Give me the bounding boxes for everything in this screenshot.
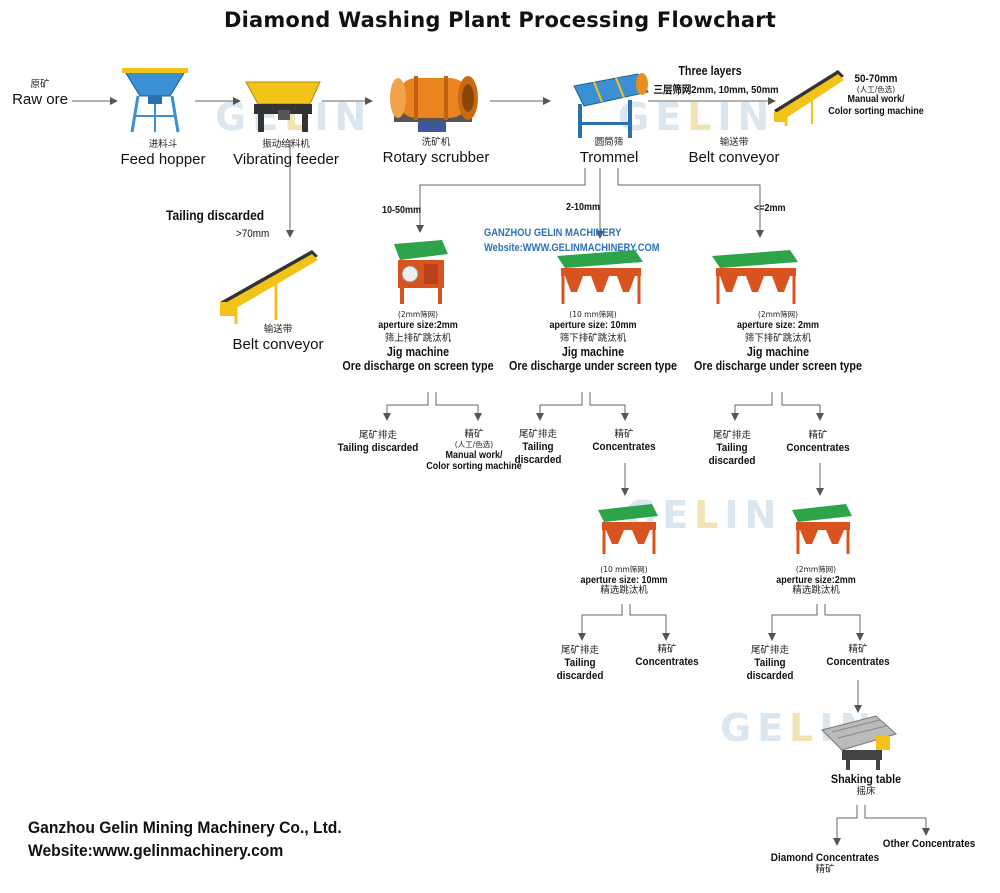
- jig1-tailing-label: Tailing discarded: [337, 441, 419, 454]
- jig5-cn: 精选跳汰机: [792, 585, 840, 597]
- jig2-discarded-label: discarded: [514, 453, 562, 466]
- jig5-tailing-label: Tailing: [754, 656, 786, 669]
- other-concentrates-label: Other Concentrates: [882, 838, 976, 850]
- jig1-manual-label: Manual work/: [445, 449, 503, 461]
- diamond-concentrates-label: Diamond Concentrates: [770, 852, 880, 864]
- tailing-discarded-label: Tailing discarded: [166, 207, 265, 223]
- jig1-tailing-cn: 尾矿排走: [358, 430, 397, 441]
- jig2-tailing-label: Tailing: [522, 440, 554, 453]
- page-title: Diamond Washing Plant Processing Flowcha…: [223, 8, 777, 32]
- jig3-subtitle: Ore discharge under screen type: [694, 359, 862, 374]
- jig2-concentrate-cn: 精矿: [614, 429, 634, 440]
- rotary-scrubber-cn: 洗矿机: [421, 137, 451, 148]
- shaking-table-label: Shaking table: [830, 772, 902, 786]
- jig5-discarded-label: discarded: [746, 669, 794, 682]
- manual-work-label: Manual work/: [847, 94, 905, 106]
- jig3-discarded-label: discarded: [708, 454, 756, 467]
- jig3-cn: 筛下排矿跳汰机: [744, 333, 812, 345]
- footer-website: Website:www.gelinmachinery.com: [28, 841, 284, 860]
- color-sorting-label: Color sorting machine: [828, 105, 924, 117]
- jig2-tailing-cn: 尾矿排走: [518, 429, 557, 440]
- jig4-tailing-label: Tailing: [564, 656, 596, 669]
- tailing-belt-conveyor-icon: [220, 250, 318, 324]
- watermark-website: Website:WWW.GELINMACHINERY.COM: [484, 242, 660, 254]
- jig3-tailing-cn: 尾矿排走: [712, 430, 751, 441]
- jig1-manual-cn: (人工/色选): [454, 439, 494, 449]
- tailing-conveyor-label: Belt conveyor: [232, 335, 324, 353]
- shaking-table-icon: [821, 715, 897, 770]
- size-label-10-50: 10-50mm: [382, 205, 422, 216]
- vibrating-feeder-icon: [245, 81, 321, 132]
- size-label-2-10: 2-10mm: [566, 202, 601, 213]
- jig3-title: Jig machine: [746, 345, 810, 360]
- jig5-concentrate-label: Concentrates: [826, 655, 890, 668]
- rotary-scrubber-icon: [390, 76, 478, 132]
- belt-conveyor-label: Belt conveyor: [688, 148, 780, 166]
- jig5-mesh: (2mm筛网): [795, 565, 837, 574]
- jig3-aperture: aperture size: 2mm: [736, 319, 820, 331]
- jig4-concentrate-label: Concentrates: [635, 655, 699, 668]
- jig2-mesh: (10 mm筛网): [569, 310, 617, 319]
- trommel-label: Trommel: [579, 148, 639, 166]
- jig4-tailing-cn: 尾矿排走: [560, 645, 599, 656]
- jig-machine-5-icon: [792, 504, 852, 554]
- three-layers-label: Three layers: [678, 64, 742, 78]
- diamond-concentrates-cn: 精矿: [815, 863, 835, 875]
- jig1-mesh: (2mm筛网): [397, 310, 439, 319]
- jig3-concentrate-cn: 精矿: [808, 430, 828, 441]
- jig2-title: Jig machine: [561, 345, 625, 360]
- feed-hopper-icon: [122, 68, 188, 133]
- jig2-aperture: aperture size: 10mm: [549, 319, 637, 331]
- jig4-mesh: (10 mm筛网): [600, 565, 648, 574]
- jig-machine-1-icon: [394, 240, 448, 304]
- vibrating-feeder-label: Vibrating feeder: [233, 150, 339, 168]
- belt-conveyor-icon: [774, 70, 844, 126]
- jig-machine-2-icon: [557, 250, 643, 304]
- jig5-tailing-cn: 尾矿排走: [750, 645, 789, 656]
- vibrating-feeder-cn: 振动给料机: [262, 139, 310, 150]
- jig4-discarded-label: discarded: [556, 669, 604, 682]
- size-label-le2: <=2mm: [754, 203, 786, 214]
- shaking-table-cn: 摇床: [856, 785, 876, 797]
- jig3-mesh: (2mm筛网): [757, 310, 799, 319]
- jig1-title: Jig machine: [386, 345, 450, 360]
- jig2-subtitle: Ore discharge under screen type: [509, 359, 677, 374]
- watermark-gelin: GELIN: [625, 493, 783, 537]
- feed-hopper-label: Feed hopper: [120, 150, 206, 168]
- feed-hopper-cn: 进料斗: [148, 139, 178, 150]
- jig4-concentrate-cn: 精矿: [657, 644, 677, 655]
- raw-ore-label: Raw ore: [12, 90, 68, 108]
- jig-machine-3-icon: [712, 250, 798, 304]
- jig-machine-4-icon: [598, 504, 658, 554]
- jig3-tailing-label: Tailing: [716, 441, 748, 454]
- jig4-aperture: aperture size: 10mm: [580, 574, 668, 586]
- jig2-cn: 筛下排矿跳汰机: [559, 333, 627, 345]
- belt-conveyor-cn: 输送带: [719, 137, 749, 148]
- jig1-aperture: aperture size:2mm: [378, 319, 458, 331]
- manual-size-label: 50-70mm: [854, 73, 898, 85]
- tailing-size-label: >70mm: [236, 228, 270, 240]
- rotary-scrubber-label: Rotary scrubber: [382, 148, 490, 166]
- trommel-mesh-cn: 三层筛网2mm, 10mm, 50mm: [653, 84, 779, 96]
- jig1-subtitle: Ore discharge on screen type: [342, 359, 494, 374]
- footer-company: Ganzhou Gelin Mining Machinery Co., Ltd.: [28, 818, 342, 837]
- jig5-concentrate-cn: 精矿: [848, 644, 868, 655]
- trommel-icon: [573, 73, 649, 138]
- manual-cn: (人工/色选): [856, 84, 896, 94]
- jig1-cn: 筛上排矿跳汰机: [384, 333, 452, 345]
- tailing-conveyor-cn: 输送带: [263, 324, 293, 335]
- jig4-cn: 精选跳汰机: [600, 585, 648, 597]
- watermark-company: GANZHOU GELIN MACHINERY: [484, 227, 622, 239]
- jig3-concentrate-label: Concentrates: [786, 441, 850, 454]
- raw-ore-cn: 原矿: [30, 79, 50, 90]
- jig5-aperture: aperture size:2mm: [776, 574, 856, 586]
- jig2-concentrate-label: Concentrates: [592, 440, 656, 453]
- trommel-cn: 圆筒筛: [594, 137, 624, 148]
- jig1-color-sorting-label: Color sorting machine: [426, 461, 522, 473]
- jig1-concentrate-cn: 精矿: [464, 429, 484, 440]
